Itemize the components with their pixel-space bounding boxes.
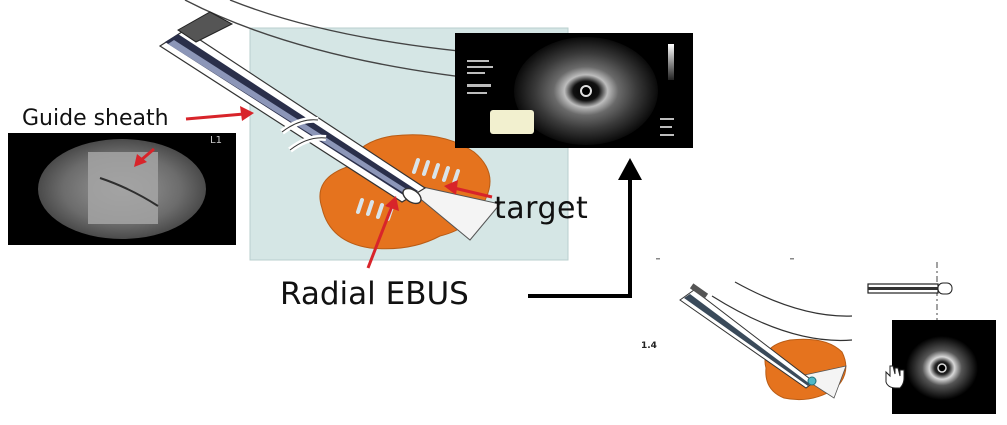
radial-ebus-label: Radial EBUS [280, 276, 469, 312]
red-arrows [134, 106, 493, 269]
hand-cursor-icon [885, 365, 905, 389]
arrow-radial-ebus-head [385, 196, 399, 211]
guide-sheath-catheter [158, 11, 427, 205]
arrow-guide-sheath-head [240, 106, 254, 121]
figure-number-label: 1.4 [641, 341, 657, 351]
separator-dots [656, 258, 794, 260]
guide-sheath-label: Guide sheath [22, 106, 169, 131]
small-schematic [679, 281, 853, 401]
arrow-target-head [444, 180, 458, 195]
ebus-cone [399, 181, 501, 241]
small-probe [867, 262, 953, 320]
fluoroscopy-image [8, 133, 236, 245]
fluoro-marker-label: L1 [210, 135, 222, 146]
target-label: target [494, 191, 589, 226]
arrow-fluoro-head [134, 154, 147, 167]
black-arrow [528, 158, 642, 298]
radial-ebus-ultrasound-image [455, 33, 693, 148]
arrow-radial-ebus [366, 205, 394, 269]
ultrasound-waves [356, 158, 460, 221]
arrow-guide-sheath [185, 112, 245, 121]
arrow-target [453, 186, 493, 199]
small-ultrasound-image [892, 320, 996, 414]
